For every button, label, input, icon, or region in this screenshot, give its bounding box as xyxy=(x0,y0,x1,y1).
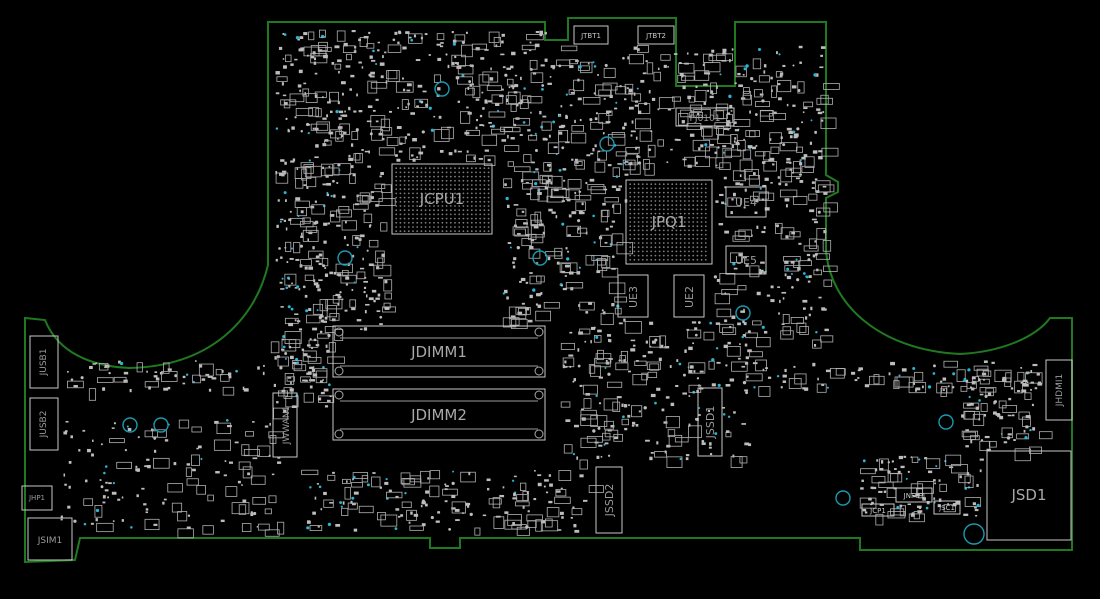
label-jsim1: JSIM1 xyxy=(37,536,63,546)
label-ue2: UE2 xyxy=(683,286,696,308)
cpu-socket: JCPU1 xyxy=(391,163,493,235)
label-jssd2: JSSD2 xyxy=(603,484,616,518)
hdmi-port: JHDMI1 xyxy=(1045,359,1073,421)
label-jdimm2: JDIMM2 xyxy=(410,406,467,424)
label-jssd1: JSSD1 xyxy=(704,406,717,440)
power-jack: PJ0101 xyxy=(675,107,735,127)
thunderbolt-port-1: JTBT1 xyxy=(573,25,609,45)
label-pj0101: PJ0101 xyxy=(690,114,721,124)
dimm-slot-2: JDIMM2 xyxy=(332,388,546,441)
label-jusb2: JUSB2 xyxy=(39,411,49,439)
ssd-connector-1: JSSD1 xyxy=(697,387,723,457)
label-jhp1: JHP1 xyxy=(28,494,45,502)
label-jwwan1: JWWAN1 xyxy=(282,406,292,446)
label-jsc1: JSC1 xyxy=(938,504,955,512)
label-jnfc1: JNFC1 xyxy=(903,492,925,500)
thunderbolt-port-2: JTBT2 xyxy=(637,25,675,45)
label-jcpu1: JCPU1 xyxy=(419,190,464,208)
ssd-connector-2: JSSD2 xyxy=(595,466,623,534)
label-jsd1: JSD1 xyxy=(1010,486,1046,504)
label-jusb1: JUSB1 xyxy=(39,349,49,377)
sim-connector: JSIM1 xyxy=(27,517,73,561)
label-jpq1: JPQ1 xyxy=(651,213,687,231)
usb-port-1: JUSB1 xyxy=(29,335,59,389)
mounting-holes xyxy=(122,81,985,545)
jcp1-connector: JCP1 xyxy=(861,503,895,517)
board-outline xyxy=(24,17,1073,564)
dimm-slot-1: JDIMM1 xyxy=(332,325,546,378)
label-jdimm1: JDIMM1 xyxy=(410,343,467,361)
label-ue3: UE3 xyxy=(627,286,640,308)
label-jtbt2: JTBT2 xyxy=(645,32,666,40)
label-jtbt1: JTBT1 xyxy=(580,32,601,40)
nfc-connector: JNFC1 xyxy=(895,487,933,503)
label-jhdmi1: JHDMI1 xyxy=(1055,374,1065,408)
small-components xyxy=(60,29,1053,539)
label-ue4: UE4 xyxy=(735,196,757,209)
usb-port-2: JUSB2 xyxy=(29,397,59,451)
memory-chips: UE4 UE5 UE3 UE2 xyxy=(617,186,767,318)
jsc1-connector: JSC1 xyxy=(933,500,961,515)
wwan-connector: JWWAN1 xyxy=(272,392,298,458)
label-ue5: UE5 xyxy=(735,254,757,267)
pch-chip: JPQ1 xyxy=(625,179,713,265)
label-jcp1: JCP1 xyxy=(869,507,886,515)
headphone-jack: JHP1 xyxy=(21,485,53,511)
sd-card-reader: JSD1 xyxy=(986,450,1072,541)
